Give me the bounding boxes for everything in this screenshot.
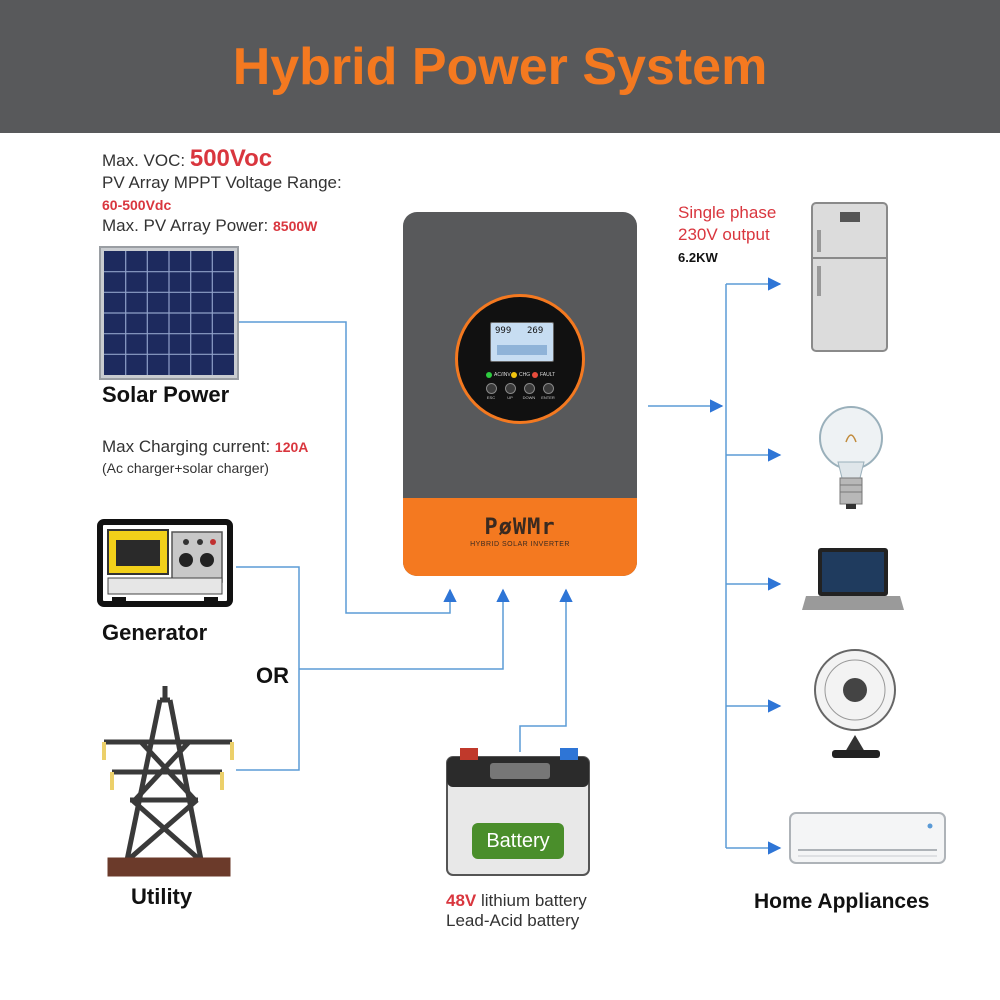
generator-label: Generator (102, 620, 208, 645)
lcd-display: 999 269 (490, 322, 554, 362)
air-conditioner-icon (789, 812, 946, 864)
fault-indicator: FAULT (540, 372, 556, 378)
charging-note: (Ac charger+solar charger) (102, 460, 269, 476)
chg-led (511, 372, 517, 378)
esc-button-label: ESC (486, 395, 496, 400)
battery-voltage: 48V (446, 891, 477, 910)
lcd-right-reading: 269 (527, 326, 544, 336)
laptop-icon (802, 548, 904, 610)
wires (236, 277, 782, 855)
down-button-label: DOWN (522, 395, 536, 400)
or-label: OR (256, 663, 289, 688)
up-button[interactable] (505, 383, 516, 394)
charging-value: 120A (274, 439, 309, 455)
ac-inv-led (486, 372, 492, 378)
battery-line-1: 48V lithium battery (446, 890, 587, 912)
max-power-value: 8500W (273, 218, 318, 234)
mppt-value: 60-500Vdc (102, 197, 172, 213)
mppt-label: PV Array MPPT Voltage Range: (102, 173, 342, 192)
fault-led (532, 372, 538, 378)
esc-button[interactable] (486, 383, 497, 394)
max-power-spec: Max. PV Array Power: 8500W (102, 215, 317, 237)
home-appliances-label: Home Appliances (754, 890, 930, 913)
hybrid-inverter: 999 269 AC/INV CHG FAULT ESC UP DOWN ENT… (403, 212, 637, 576)
max-voc-value: 500Voc (189, 145, 273, 172)
output-phase: Single phase (678, 203, 777, 222)
lcd-status-icons (497, 345, 547, 355)
max-power-label: Max. PV Array Power: (102, 216, 269, 235)
lcd-left-reading: 999 (495, 326, 512, 336)
max-voc-label: Max. VOC: (102, 151, 186, 170)
inverter-brand-panel: PøWMr HYBRID SOLAR INVERTER (403, 498, 637, 576)
chg-indicator: CHG (519, 372, 531, 378)
utility-tower-icon (102, 686, 234, 877)
battery-line-2: Lead-Acid battery (446, 911, 580, 930)
battery-type-lithium: lithium battery (480, 891, 587, 910)
ac-input-wire (299, 588, 510, 670)
down-button[interactable] (524, 383, 535, 394)
battery-icon (446, 748, 590, 876)
light-bulb-icon (819, 406, 883, 509)
refrigerator-icon (811, 202, 888, 352)
solar-wire (238, 321, 457, 614)
output-voltage: 230V output (678, 225, 770, 244)
battery-badge: Battery (486, 830, 550, 852)
solar-panel-icon (99, 246, 239, 380)
brand-subtitle: HYBRID SOLAR INVERTER (470, 541, 570, 548)
output-power: 6.2KW (678, 250, 718, 265)
header-bar (0, 0, 1000, 133)
up-button-label: UP (507, 395, 513, 400)
brand-logo: PøWMr (484, 515, 556, 540)
charging-spec: Max Charging current: 120A (102, 436, 308, 458)
charging-label: Max Charging current: (102, 437, 271, 456)
enter-button-label: ENTER (541, 395, 555, 400)
enter-button[interactable] (543, 383, 554, 394)
battery-wire (519, 588, 573, 752)
solar-power-label: Solar Power (102, 382, 230, 407)
fan-icon (814, 649, 896, 758)
page-title: Hybrid Power System (232, 38, 768, 96)
utility-label: Utility (131, 884, 193, 909)
max-voc-spec: Max. VOC: 500Voc (102, 145, 273, 172)
ac-inv-indicator: AC/INV (494, 372, 511, 378)
generator-icon (97, 519, 233, 607)
control-panel: 999 269 AC/INV CHG FAULT ESC UP DOWN ENT… (455, 294, 585, 424)
